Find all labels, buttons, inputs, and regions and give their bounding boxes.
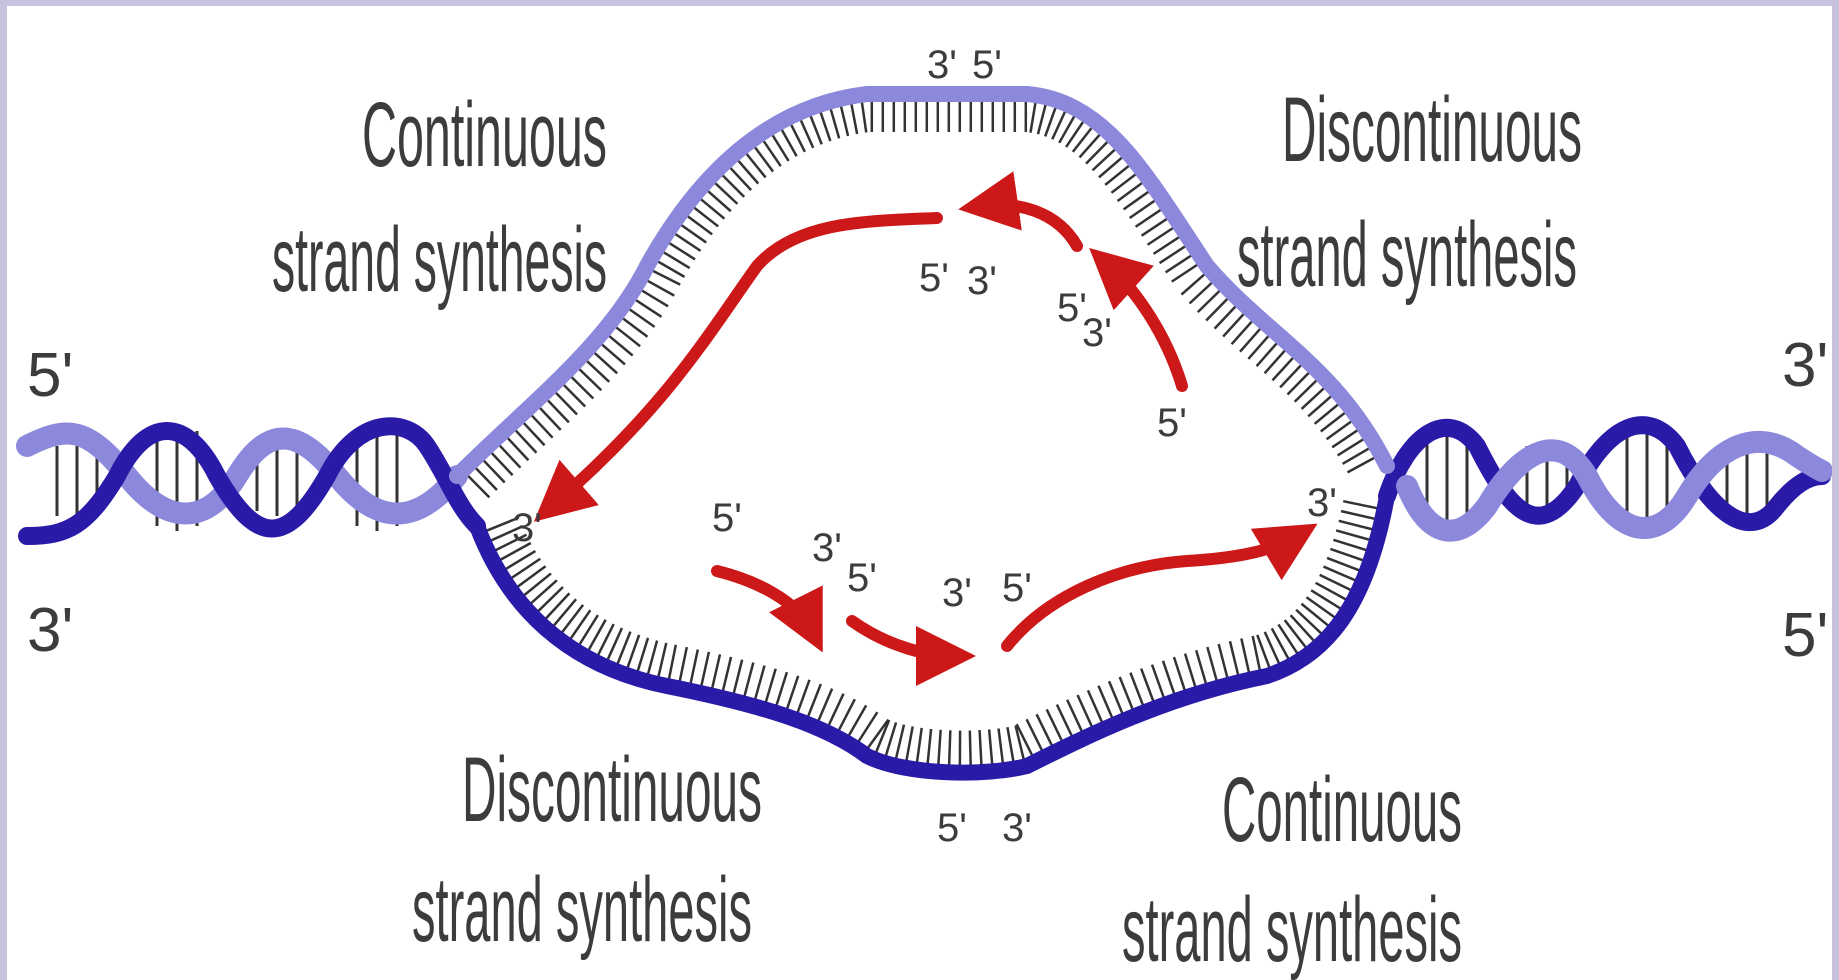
bottom-leading-strand-arrow (1007, 536, 1297, 646)
label-top-right-line2: strand synthesis (1237, 204, 1577, 306)
prime-bot-frag2-5: 5' (847, 556, 877, 600)
top-lagging-fragment-1-arrow (982, 205, 1077, 246)
bottom-lagging-fragment-1-arrow (717, 571, 812, 631)
prime-top-frag2-5: 5' (1157, 401, 1187, 445)
prime-bot-frag1-5: 5' (712, 496, 742, 540)
end-right-top: 3' (1782, 331, 1828, 400)
prime-bot-leading-5: 5' (1002, 566, 1032, 610)
top-leading-strand-arrow (552, 218, 937, 506)
prime-bottom-apex-a: 5' (937, 806, 967, 850)
prime-top-frag2-3: 3' (1082, 311, 1112, 355)
bottom-lagging-fragment-2-arrow (852, 621, 952, 656)
label-top-right-line1: Discontinuous (1282, 79, 1582, 181)
prime-bot-frag2-3: 3' (942, 571, 972, 615)
label-bottom-right-line1: Continuous (1222, 759, 1462, 861)
label-bottom-left-line2: strand synthesis (412, 859, 752, 961)
dna-replication-bubble-diagram: Continuous strand synthesis Discontinuou… (7, 6, 1832, 980)
label-bottom-right-line2: strand synthesis (1122, 879, 1462, 980)
diagram-frame: Continuous strand synthesis Discontinuou… (7, 6, 1832, 980)
label-bottom-left-line1: Discontinuous (462, 739, 762, 841)
prime-top-frag1-3: 3' (967, 259, 997, 303)
end-left-bottom: 3' (27, 596, 73, 665)
label-top-left-line1: Continuous (362, 84, 607, 186)
prime-labels: 3' 5' 5' 3' 3' 5' 3' 5' 5' 3' 5' 3' 5' 3… (512, 43, 1337, 850)
prime-bottom-apex-b: 3' (1002, 806, 1032, 850)
prime-bot-frag1-3: 3' (812, 526, 842, 570)
prime-top-apex-a: 3' (927, 43, 957, 87)
label-top-left-line2: strand synthesis (272, 209, 607, 311)
top-lagging-fragment-2-arrow (1107, 264, 1182, 386)
end-right-bottom: 5' (1782, 601, 1828, 670)
prime-top-leading-3: 3' (512, 506, 542, 550)
prime-top-apex-b: 5' (972, 43, 1002, 87)
prime-bot-leading-3: 3' (1307, 481, 1337, 525)
end-left-top: 5' (27, 341, 73, 410)
prime-top-leading-5: 5' (919, 256, 949, 300)
